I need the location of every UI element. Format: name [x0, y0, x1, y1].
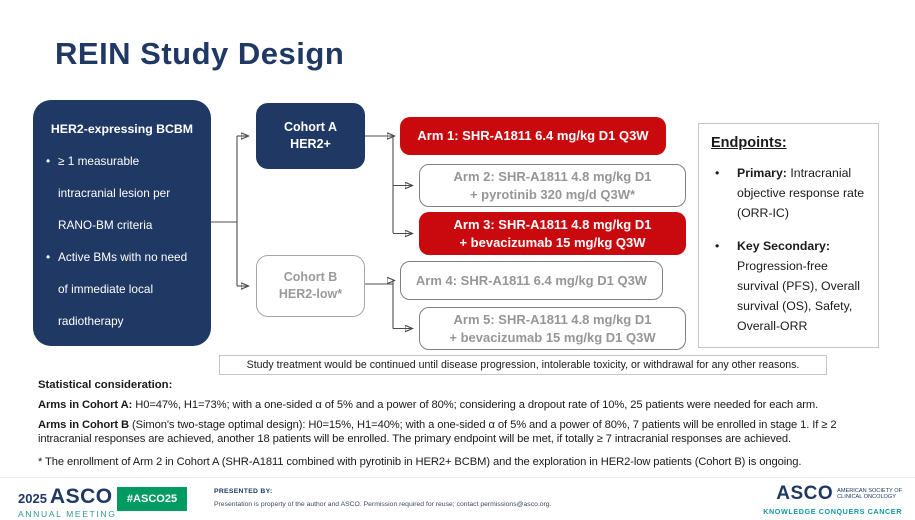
stats-cohort-a-lead: Arms in Cohort A:	[38, 399, 133, 411]
society-name: AMERICAN SOCIETY OF CLINICAL ONCOLOGY	[837, 488, 902, 501]
arm-5-label-line2: + bevacizumab 15 mg/kg D1 Q3W	[449, 329, 656, 345]
endpoint-secondary-label: Key Secondary:	[737, 239, 830, 253]
permission-text: Presentation is property of the author a…	[214, 501, 552, 508]
eligibility-bullet: Active BMs with no need of immediate loc…	[46, 241, 198, 337]
endpoints-box: Endpoints: Primary: Intracranial objecti…	[698, 123, 879, 348]
endpoint-secondary-text: Progression-free survival (PFS), Overall…	[737, 259, 860, 333]
arm-3-label-line2: + bevacizumab 15 mg/kg Q3W	[459, 234, 646, 250]
eligibility-title: HER2-expressing BCBM	[50, 122, 194, 136]
arm-2-label: Arm 2: SHR-A1811 4.8 mg/kg D1	[453, 168, 652, 184]
footer-divider	[0, 477, 915, 478]
asco-wordmark: ASCO	[49, 485, 113, 508]
endpoint-secondary: Key Secondary: Progression-free survival…	[711, 236, 868, 336]
treatment-note-text: Study treatment would be continued until…	[246, 359, 800, 371]
stats-cohort-a: Arms in Cohort A: H0=47%, H1=73%; with a…	[38, 398, 883, 413]
logo-year: 2025	[18, 491, 47, 506]
arm-1-label: Arm 1: SHR-A1811 6.4 mg/kg D1 Q3W	[417, 128, 649, 143]
asco-tagline: KNOWLEDGE CONQUERS CANCER	[763, 507, 902, 516]
hashtag-badge: #ASCO25	[117, 487, 187, 511]
stats-cohort-b: Arms in Cohort B (Simon's two-stage opti…	[38, 418, 883, 447]
arm-3-box: Arm 3: SHR-A1811 4.8 mg/kg D1 + bevacizu…	[419, 212, 686, 255]
asco-wordmark-right: ASCO	[776, 483, 834, 504]
cohort-a-subtype: HER2+	[290, 137, 331, 151]
arm-2-box: Arm 2: SHR-A1811 4.8 mg/kg D1 + pyrotini…	[419, 164, 686, 207]
endpoints-list: Primary: Intracranial objective response…	[711, 163, 868, 336]
asco-society-logo: ASCO AMERICAN SOCIETY OF CLINICAL ONCOLO…	[763, 483, 902, 516]
stats-cohort-b-lead: Arms in Cohort B	[38, 418, 130, 431]
cohort-a-name: Cohort A	[284, 120, 337, 134]
cohort-a-box: Cohort A HER2+	[256, 103, 365, 169]
presented-by-block: PRESENTED BY: Presentation is property o…	[214, 488, 634, 508]
cohort-b-subtype: HER2-low*	[278, 287, 343, 301]
arm-4-label: Arm 4: SHR-A1811 6.4 mg/kg D1 Q3W	[415, 272, 648, 288]
endpoint-primary-label: Primary:	[737, 166, 787, 180]
arm-5-box: Arm 5: SHR-A1811 4.8 mg/kg D1 + bevacizu…	[419, 307, 686, 350]
page-title: REIN Study Design	[55, 36, 345, 71]
endpoint-primary-text: Intracranial objective response rate (OR…	[737, 166, 865, 220]
asco-annual-meeting-logo: 2025 ASCO ANNUAL MEETING	[18, 485, 116, 519]
eligibility-box: HER2-expressing BCBM ≥ 1 measurable intr…	[33, 100, 211, 346]
eligibility-list: ≥ 1 measurable intracranial lesion per R…	[46, 145, 198, 337]
cohort-b-name: Cohort B	[283, 270, 338, 284]
endpoints-heading: Endpoints:	[711, 135, 787, 151]
endpoint-primary: Primary: Intracranial objective response…	[711, 163, 868, 223]
society-line2: CLINICAL ONCOLOGY	[837, 494, 896, 500]
stats-cohort-b-text: (Simon's two-stage optimal design): H0=1…	[38, 418, 837, 446]
arm-3-label: Arm 3: SHR-A1811 4.8 mg/kg D1	[453, 216, 652, 232]
statistical-consideration: Statistical consideration: Arms in Cohor…	[38, 379, 883, 452]
arm-1-box: Arm 1: SHR-A1811 6.4 mg/kg D1 Q3W	[400, 117, 666, 155]
presented-by-label: PRESENTED BY:	[214, 488, 273, 495]
treatment-note-box: Study treatment would be continued until…	[219, 355, 827, 375]
cohort-b-box: Cohort B HER2-low*	[256, 255, 365, 317]
stats-heading: Statistical consideration:	[38, 379, 173, 391]
stats-cohort-a-text: H0=47%, H1=73%; with a one-sided α of 5%…	[132, 399, 819, 411]
society-line1: AMERICAN SOCIETY OF	[837, 487, 902, 494]
arm-2-label-line2: + pyrotinib 320 mg/d Q3W*	[469, 186, 636, 202]
arm-5-label: Arm 5: SHR-A1811 4.8 mg/kg D1	[453, 311, 652, 327]
footnote-arm2: * The enrollment of Arm 2 in Cohort A (S…	[38, 456, 802, 468]
eligibility-bullet: ≥ 1 measurable intracranial lesion per R…	[46, 145, 198, 241]
annual-meeting-label: ANNUAL MEETING	[18, 509, 117, 519]
arm-4-box: Arm 4: SHR-A1811 6.4 mg/kg D1 Q3W	[400, 261, 663, 300]
